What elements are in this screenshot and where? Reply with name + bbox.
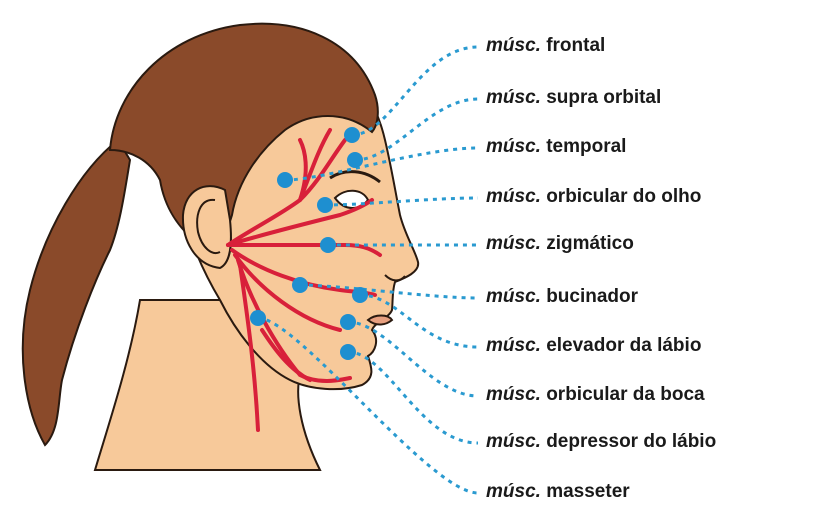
muscle-label-prefix: músc. bbox=[486, 431, 541, 452]
ponytail bbox=[23, 140, 130, 445]
muscle-label-name: orbicular da boca bbox=[546, 384, 704, 405]
muscle-label-prefix: músc. bbox=[486, 186, 541, 207]
muscle-label: músc. supra orbital bbox=[486, 87, 661, 109]
muscle-label: músc. elevador da lábio bbox=[486, 335, 701, 357]
muscle-label-prefix: músc. bbox=[486, 35, 541, 56]
muscle-label: músc. temporal bbox=[486, 136, 626, 158]
muscle-label-prefix: músc. bbox=[486, 233, 541, 254]
muscle-label: músc. frontal bbox=[486, 35, 605, 57]
muscle-label-name: bucinador bbox=[546, 286, 638, 307]
muscle-point bbox=[317, 197, 333, 213]
muscle-point bbox=[320, 237, 336, 253]
muscle-label-name: elevador da lábio bbox=[546, 335, 701, 356]
muscle-label: músc. depressor do lábio bbox=[486, 431, 716, 453]
muscle-label-name: orbicular do olho bbox=[546, 186, 701, 207]
muscle-label-prefix: músc. bbox=[486, 481, 541, 502]
muscle-label: músc. zigmático bbox=[486, 233, 634, 255]
muscle-label-prefix: músc. bbox=[486, 286, 541, 307]
muscle-label: músc. orbicular do olho bbox=[486, 186, 701, 208]
muscle-label-prefix: músc. bbox=[486, 87, 541, 108]
muscle-label-name: zigmático bbox=[546, 233, 634, 254]
ear bbox=[183, 186, 231, 268]
muscle-label: músc. orbicular da boca bbox=[486, 384, 705, 406]
muscle-point bbox=[340, 344, 356, 360]
mouth bbox=[368, 316, 392, 325]
muscle-label-name: supra orbital bbox=[546, 87, 661, 108]
muscle-point bbox=[344, 127, 360, 143]
muscle-point bbox=[292, 277, 308, 293]
muscle-label-prefix: músc. bbox=[486, 136, 541, 157]
muscle-point bbox=[352, 287, 368, 303]
muscle-label-prefix: músc. bbox=[486, 335, 541, 356]
muscle-label: músc. masseter bbox=[486, 481, 630, 503]
muscle-point bbox=[340, 314, 356, 330]
muscle-point bbox=[347, 152, 363, 168]
muscle-label-name: frontal bbox=[546, 35, 605, 56]
muscle-label-name: masseter bbox=[546, 481, 629, 502]
muscle-label-name: depressor do lábio bbox=[546, 431, 716, 452]
muscle-label-name: temporal bbox=[546, 136, 626, 157]
muscle-point bbox=[250, 310, 266, 326]
muscle-point bbox=[277, 172, 293, 188]
muscle-label: músc. bucinador bbox=[486, 286, 638, 308]
muscle-label-prefix: músc. bbox=[486, 384, 541, 405]
